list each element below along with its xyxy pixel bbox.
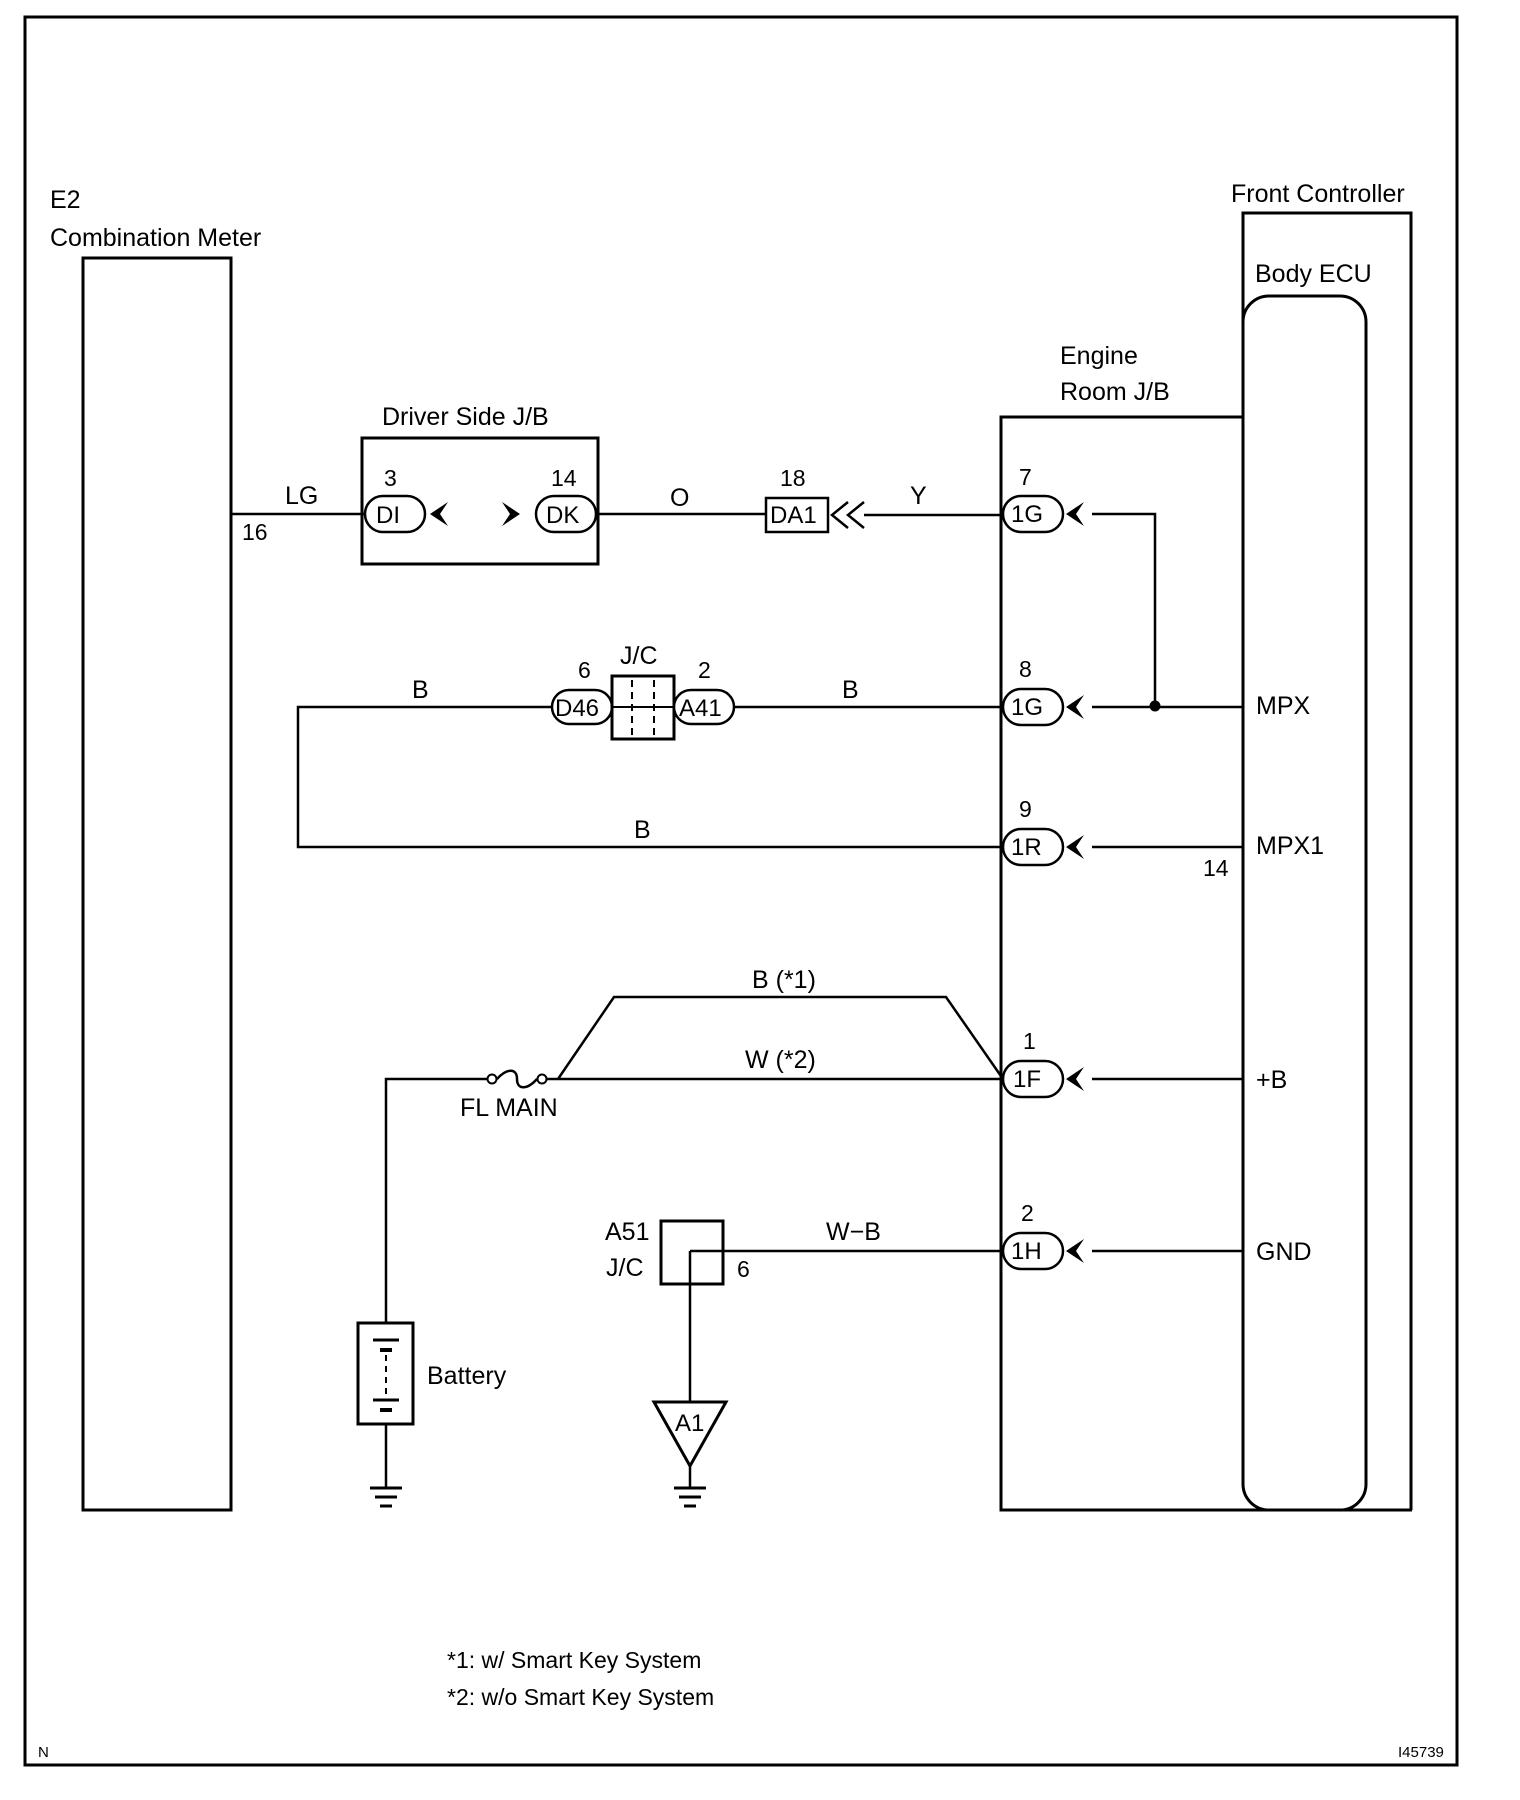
footnote-1: *1: w/ Smart Key System <box>447 1647 701 1673</box>
footnote-2: *2: w/o Smart Key System <box>447 1684 714 1710</box>
wire-b-smart-label: B (*1) <box>752 966 816 994</box>
battery: Battery <box>356 1321 507 1426</box>
di-pin: 3 <box>384 465 397 491</box>
svg-text:1F: 1F <box>1013 1066 1041 1093</box>
mpx1-terminal: MPX1 <box>1256 832 1324 860</box>
a1-label: A1 <box>675 1410 704 1437</box>
driver-side-jb: Driver Side J/B 3 DI 14 DK <box>360 403 600 566</box>
wire-o-label: O <box>670 484 689 512</box>
wire-wb-label: W−B <box>826 1218 881 1246</box>
wire-w-nosmart-label: W (*2) <box>745 1046 816 1074</box>
a1-ground-icon <box>674 1486 706 1508</box>
erjb-connector-9: 9 1R <box>1001 796 1084 867</box>
a1-ground: A1 <box>651 1400 729 1488</box>
wire-b-right-label: B <box>842 676 859 704</box>
d46-pin: 6 <box>578 657 591 683</box>
wire-b-left-label: B <box>412 676 429 704</box>
mpx-terminal: MPX <box>1256 692 1311 720</box>
svg-text:1G: 1G <box>1011 501 1043 528</box>
a51-name: J/C <box>606 1254 644 1282</box>
a51-pin: 6 <box>737 1256 750 1282</box>
gnd-terminal: GND <box>1256 1238 1312 1266</box>
front-controller-label: Front Controller <box>1231 180 1405 208</box>
body-ecu-label: Body ECU <box>1255 260 1372 288</box>
wire-b-mpx1-label: B <box>634 816 651 844</box>
erjb-connector-1: 1 1F <box>1001 1028 1084 1099</box>
svg-text:7: 7 <box>1019 464 1032 490</box>
b-plus-terminal: +B <box>1256 1066 1287 1094</box>
jc-splice: J/C 6 2 D46 A41 <box>550 642 736 741</box>
d46-connector: D46 <box>555 695 599 722</box>
svg-text:1H: 1H <box>1011 1238 1042 1265</box>
a51-code: A51 <box>605 1218 649 1246</box>
battery-label: Battery <box>427 1362 507 1390</box>
erjb-connector-2: 2 1H <box>1001 1200 1084 1271</box>
corner-mark-left: N <box>38 1744 49 1761</box>
mpx-splice-dot <box>1149 700 1161 712</box>
combination-meter-label: Combination Meter <box>50 224 261 252</box>
svg-text:9: 9 <box>1019 796 1032 822</box>
fl-main-fuse: FL MAIN <box>460 1069 558 1122</box>
wire-lg-label: LG <box>285 482 318 510</box>
wires <box>231 512 1243 1488</box>
engine-room-jb: Engine Room J/B <box>999 342 1412 1512</box>
body-ecu: Body ECU MPX MPX1 14 +B GND <box>1203 260 1372 1512</box>
battery-ground-icon <box>370 1486 402 1508</box>
a41-pin: 2 <box>698 657 711 683</box>
figure-id: I45739 <box>1398 1744 1444 1761</box>
erjb-connector-8: 8 1G <box>1001 656 1084 727</box>
mpx1-pin: 14 <box>1203 855 1229 881</box>
fl-main-label: FL MAIN <box>460 1094 558 1122</box>
svg-text:8: 8 <box>1019 656 1032 682</box>
a41-connector: A41 <box>679 695 722 722</box>
svg-text:1: 1 <box>1023 1028 1036 1054</box>
svg-text:1G: 1G <box>1011 694 1043 721</box>
di-connector: DI <box>376 502 400 529</box>
combination-meter: E2 Combination Meter 16 <box>50 186 268 1512</box>
engine-room-jb-label-line1: Engine <box>1060 342 1138 370</box>
da1-pin: 18 <box>780 465 806 491</box>
a51-jc: A51 J/C 6 <box>605 1218 750 1286</box>
dk-connector: DK <box>546 502 579 529</box>
combination-meter-pin: 16 <box>242 519 268 545</box>
erjb-connector-7: 7 1G <box>1001 464 1084 534</box>
diagram-frame <box>23 15 1459 1767</box>
jc-label: J/C <box>620 642 658 670</box>
svg-text:2: 2 <box>1021 1200 1034 1226</box>
driver-side-jb-label: Driver Side J/B <box>382 403 549 431</box>
da1-connector-group: 18 DA1 <box>764 465 865 534</box>
engine-room-jb-label-line2: Room J/B <box>1060 378 1170 406</box>
wire-y-label: Y <box>910 482 927 510</box>
combination-meter-code: E2 <box>50 186 81 214</box>
da1-connector: DA1 <box>770 502 817 529</box>
dk-pin: 14 <box>551 465 577 491</box>
svg-text:1R: 1R <box>1011 834 1042 861</box>
